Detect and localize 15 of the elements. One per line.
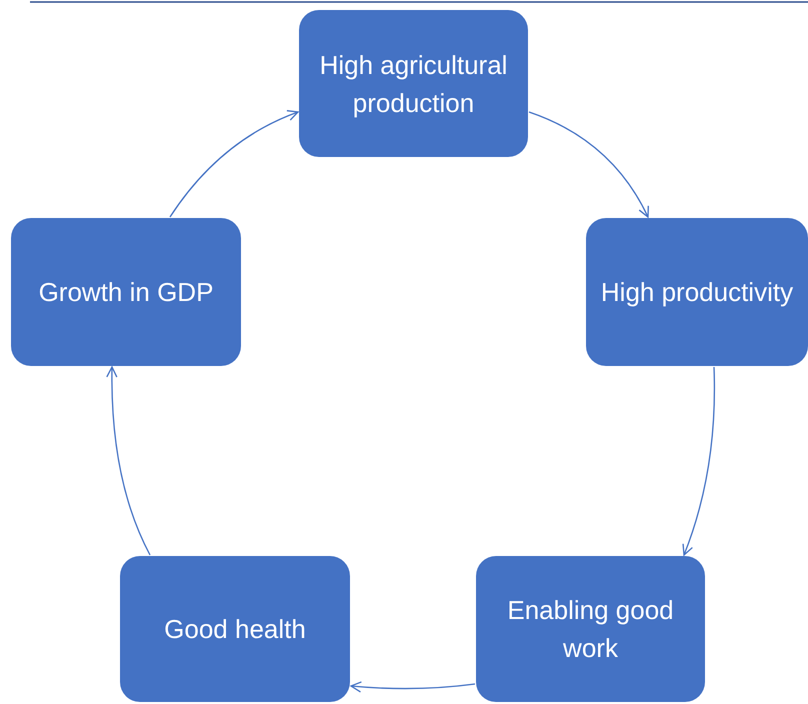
process-box — [120, 556, 350, 702]
process-box — [476, 556, 705, 702]
process-box — [586, 218, 808, 366]
process-box — [299, 10, 528, 157]
box-label: High productivity — [600, 276, 794, 309]
box-label: Good health — [164, 613, 306, 646]
curved-arrow — [528, 111, 649, 218]
box-label: Enabling good work — [506, 594, 675, 665]
box-label: Growth in GDP — [38, 276, 214, 309]
process-box — [11, 218, 241, 366]
curved-arrow — [169, 110, 299, 218]
curved-arrow — [106, 366, 151, 556]
curved-arrow — [682, 366, 716, 556]
curved-arrow — [350, 681, 476, 692]
box-label: High agricultural production — [318, 48, 508, 120]
